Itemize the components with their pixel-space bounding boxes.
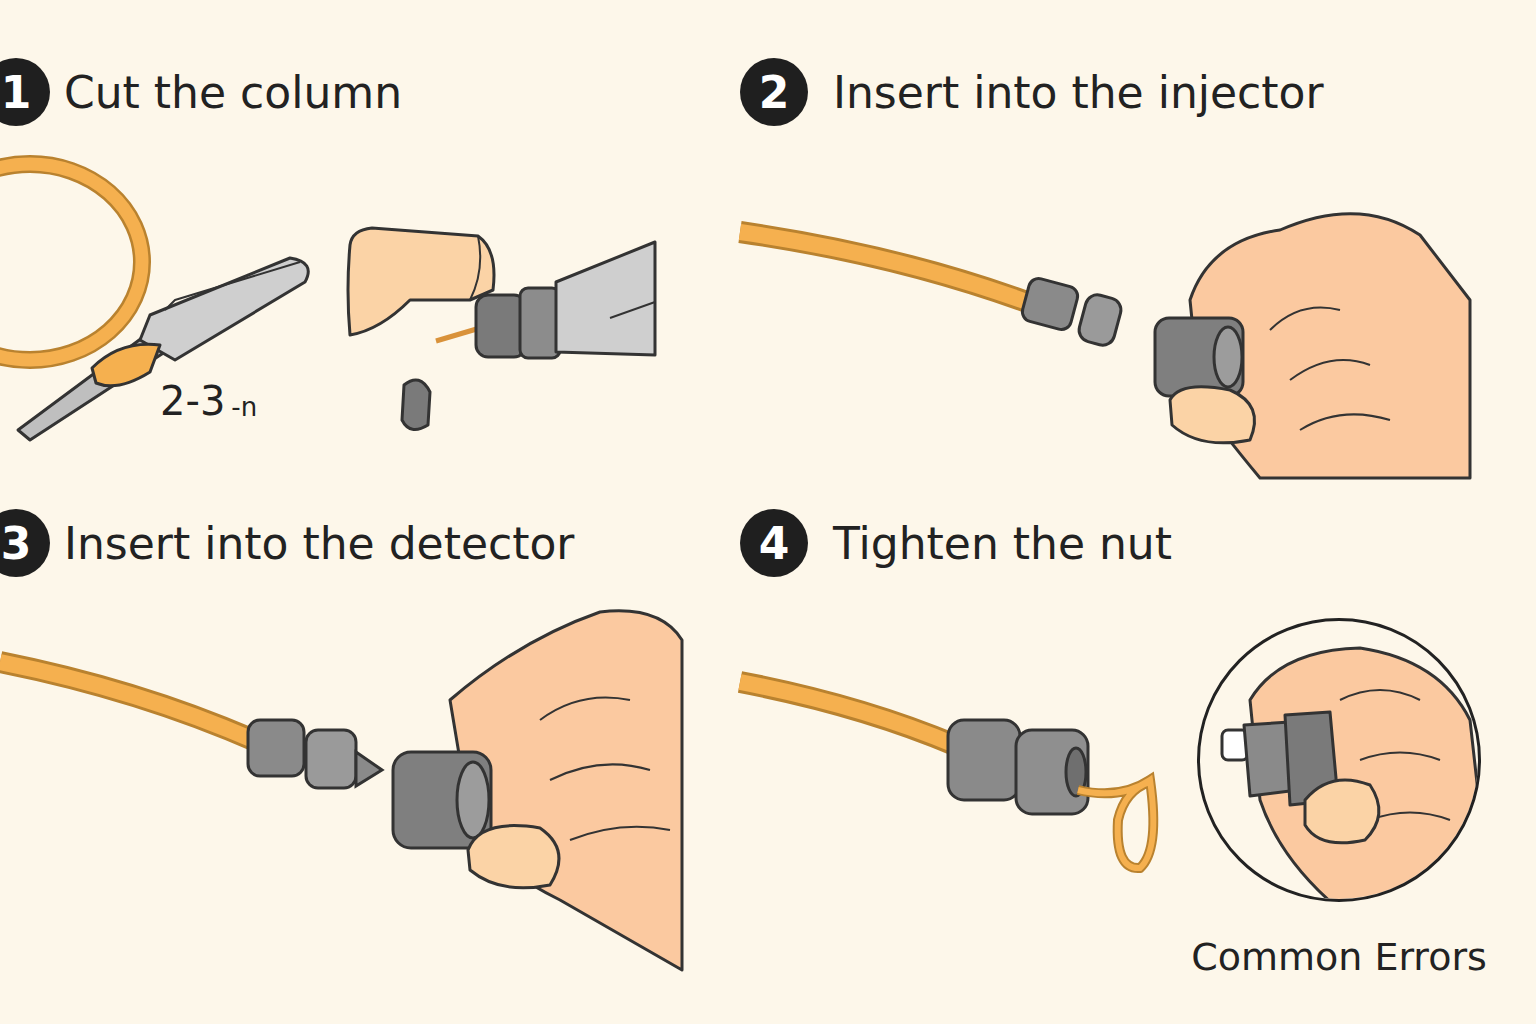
- step-title: Insert into the injector: [833, 67, 1324, 118]
- column-tube: [0, 662, 258, 742]
- dimension-label: 2-3: [160, 378, 225, 424]
- step-heading: 2 Insert into the injector: [740, 58, 1324, 126]
- column-cutter: [18, 258, 308, 440]
- step-number: 3: [0, 509, 50, 577]
- dimension-label: -n: [231, 392, 257, 422]
- inset-caption: Common Errors: [1191, 935, 1487, 979]
- error-inset-illustration: [1222, 648, 1490, 910]
- column-end-loop: [1078, 780, 1153, 868]
- step-number: 2: [740, 58, 808, 126]
- hand-with-nut: [1155, 214, 1470, 478]
- step-title: Tighten the nut: [833, 518, 1172, 569]
- step-number: 4: [740, 509, 808, 577]
- step-heading: 4 Tighten the nut: [740, 509, 1172, 577]
- ferrule-fittings: [248, 720, 382, 788]
- step-heading: 3 Insert into the detector: [0, 509, 574, 577]
- tightened-fittings: [948, 720, 1088, 814]
- step-title: Cut the column: [64, 67, 402, 118]
- column-coil: [0, 164, 142, 360]
- column-tube: [740, 682, 955, 745]
- error-inset: Common Errors: [1197, 618, 1481, 902]
- finger-and-fitting: [348, 228, 655, 429]
- step-number: 1: [0, 58, 50, 126]
- ferrule-fittings: [1020, 276, 1123, 348]
- column-tube: [740, 232, 1035, 305]
- hand-with-nut: [393, 611, 682, 970]
- step-heading: 1 Cut the column: [0, 58, 402, 126]
- step-title: Insert into the detector: [64, 518, 574, 569]
